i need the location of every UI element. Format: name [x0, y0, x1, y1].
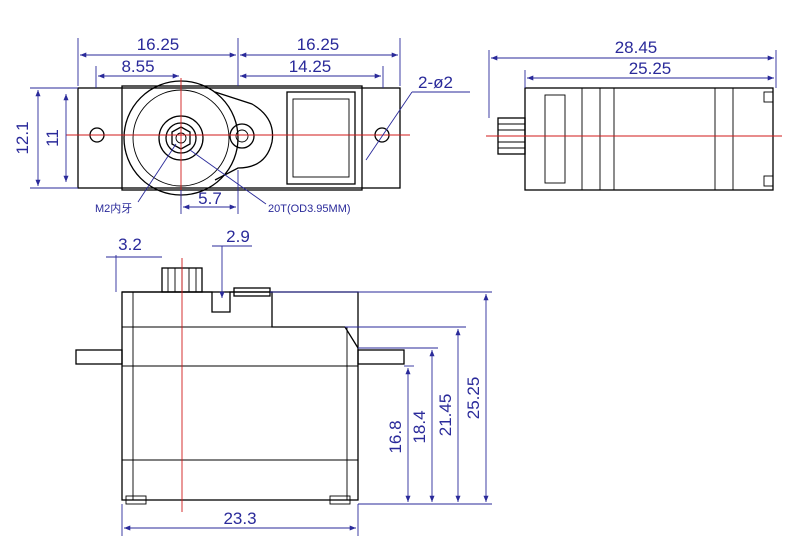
- dim-height-inner: 11: [43, 129, 62, 147]
- dim-holes: 2-ø2: [418, 73, 453, 92]
- dim-height-1: 16.8: [386, 420, 405, 453]
- lobe-hole: [235, 129, 249, 143]
- dim-length-overall: 28.45: [615, 38, 658, 57]
- screw-leader: [137, 143, 177, 203]
- label-screw: M2内牙: [95, 201, 132, 215]
- top-view-tab-outline: [77, 87, 401, 189]
- front-view-ear-left: [75, 349, 123, 365]
- front-view-foot-right: [329, 495, 351, 505]
- dim-spline-height: 2.9: [226, 227, 250, 246]
- top-view-body-outline: [121, 85, 363, 191]
- holes-leader: [365, 91, 413, 161]
- dim-width-right: 16.25: [297, 35, 340, 54]
- lobe-boss: [229, 123, 255, 149]
- dim-height-3: 21.45: [436, 394, 455, 437]
- dim-height-2: 18.4: [410, 410, 429, 443]
- label-window-inner: [292, 98, 350, 178]
- front-view: 3.2 2.9 16.8 18.4 21.45 25.25 23.3: [75, 227, 492, 536]
- side-view: 28.45 25.25: [486, 38, 782, 191]
- top-view: 16.25 16.25 8.55 14.25 12.1 11 2-ø2 5.7 …: [13, 35, 470, 215]
- dim-shaft-to-right-hole: 14.25: [289, 57, 332, 76]
- dim-width-left: 16.25: [137, 35, 180, 54]
- side-view-tab-bottom: [763, 175, 774, 187]
- dim-height-4: 25.25: [464, 377, 483, 420]
- front-view-ear-right: [357, 349, 405, 365]
- spline-leader: [189, 149, 267, 205]
- dim-shaft-offset: 5.7: [198, 189, 222, 208]
- dim-spline-offset: 3.2: [118, 235, 142, 254]
- dim-height-outer: 12.1: [13, 121, 32, 154]
- side-view-body: [524, 87, 774, 191]
- front-view-foot-left: [125, 495, 147, 505]
- label-window: [286, 91, 356, 185]
- dim-shaft-to-left-edge: 8.55: [121, 57, 154, 76]
- dim-width-bottom: 23.3: [223, 509, 256, 528]
- dim-length-body: 25.25: [629, 59, 672, 78]
- side-view-tab-top: [763, 91, 774, 103]
- label-spline: 20T(OD3.95MM): [268, 203, 351, 215]
- side-view-gear-section: [544, 94, 566, 184]
- gear-lobe: [214, 91, 274, 181]
- front-view-body: [121, 291, 359, 501]
- front-view-top-profile: [122, 291, 359, 349]
